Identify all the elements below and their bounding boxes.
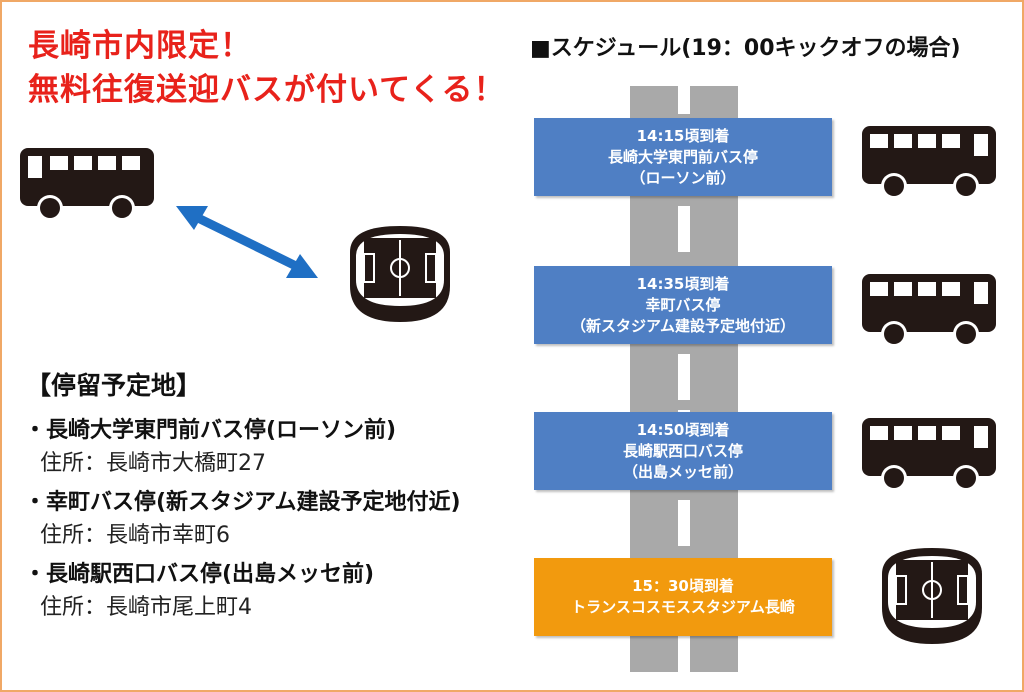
stadium-icon: [882, 548, 982, 644]
schedule-entry-3: 14:50頃到着 長崎駅西口バス停 （出島メッセ前）: [534, 412, 832, 490]
road-dash: [678, 354, 690, 400]
stop-name: ・長崎大学東門前バス停(ローソン前): [24, 418, 397, 443]
stop-address: 住所：長崎市大橋町27: [40, 451, 266, 476]
stop-name: ・幸町バス停(新スタジアム建設予定地付近): [24, 490, 461, 515]
schedule-title: ■スケジュール(19：00キックオフの場合): [530, 36, 961, 61]
schedule-note: （ローソン前）: [630, 168, 736, 187]
schedule-place: 長崎大学東門前バス停: [607, 147, 758, 166]
road-dash: [678, 636, 690, 682]
stop-item-1: ・長崎大学東門前バス停(ローソン前) 住所：長崎市大橋町27: [24, 414, 396, 480]
bus-icon: [20, 148, 154, 221]
schedule-place: 幸町バス停: [645, 295, 721, 314]
schedule-place: トランスコスモススタジアム長崎: [571, 598, 795, 616]
schedule-entry-4: 15：30頃到着 トランスコスモススタジアム長崎: [534, 558, 832, 636]
schedule-note: （出島メッセ前）: [622, 462, 743, 481]
stop-address: 住所：長崎市幸町6: [40, 523, 230, 548]
headline-line-1: 長崎市内限定！: [28, 28, 252, 64]
stop-item-2: ・幸町バス停(新スタジアム建設予定地付近) 住所：長崎市幸町6: [24, 486, 461, 552]
road-dash: [678, 206, 690, 252]
stop-item-3: ・長崎駅西口バス停(出島メッセ前) 住所：長崎市尾上町4: [24, 558, 374, 624]
double-arrow-icon: [176, 206, 318, 278]
bus-icon: [862, 274, 996, 347]
stop-name: ・長崎駅西口バス停(出島メッセ前): [24, 562, 375, 587]
schedule-entry-1: 14:15頃到着 長崎大学東門前バス停 （ローソン前）: [534, 118, 832, 196]
road-center-line: [678, 86, 690, 114]
stadium-icon: [350, 226, 450, 322]
schedule-time: 14:15頃到着: [636, 126, 730, 145]
schedule-place: 長崎駅西口バス停: [622, 441, 743, 460]
schedule-note: （新スタジアム建設予定地付近）: [571, 316, 795, 335]
road-dash: [678, 500, 690, 546]
schedule-time: 14:50頃到着: [636, 420, 730, 439]
stop-address: 住所：長崎市尾上町4: [40, 595, 252, 620]
headline-line-2: 無料往復送迎バスが付いてくる！: [28, 72, 506, 108]
headline: 長崎市内限定！ 無料往復送迎バスが付いてくる！: [28, 24, 506, 112]
schedule-time: 14:35頃到着: [636, 274, 730, 293]
schedule-entry-2: 14:35頃到着 幸町バス停 （新スタジアム建設予定地付近）: [534, 266, 832, 344]
schedule-time: 15：30頃到着: [632, 577, 734, 595]
stops-title: 【停留予定地】: [26, 371, 202, 400]
bus-icon: [862, 126, 996, 199]
bus-icon: [862, 418, 996, 491]
